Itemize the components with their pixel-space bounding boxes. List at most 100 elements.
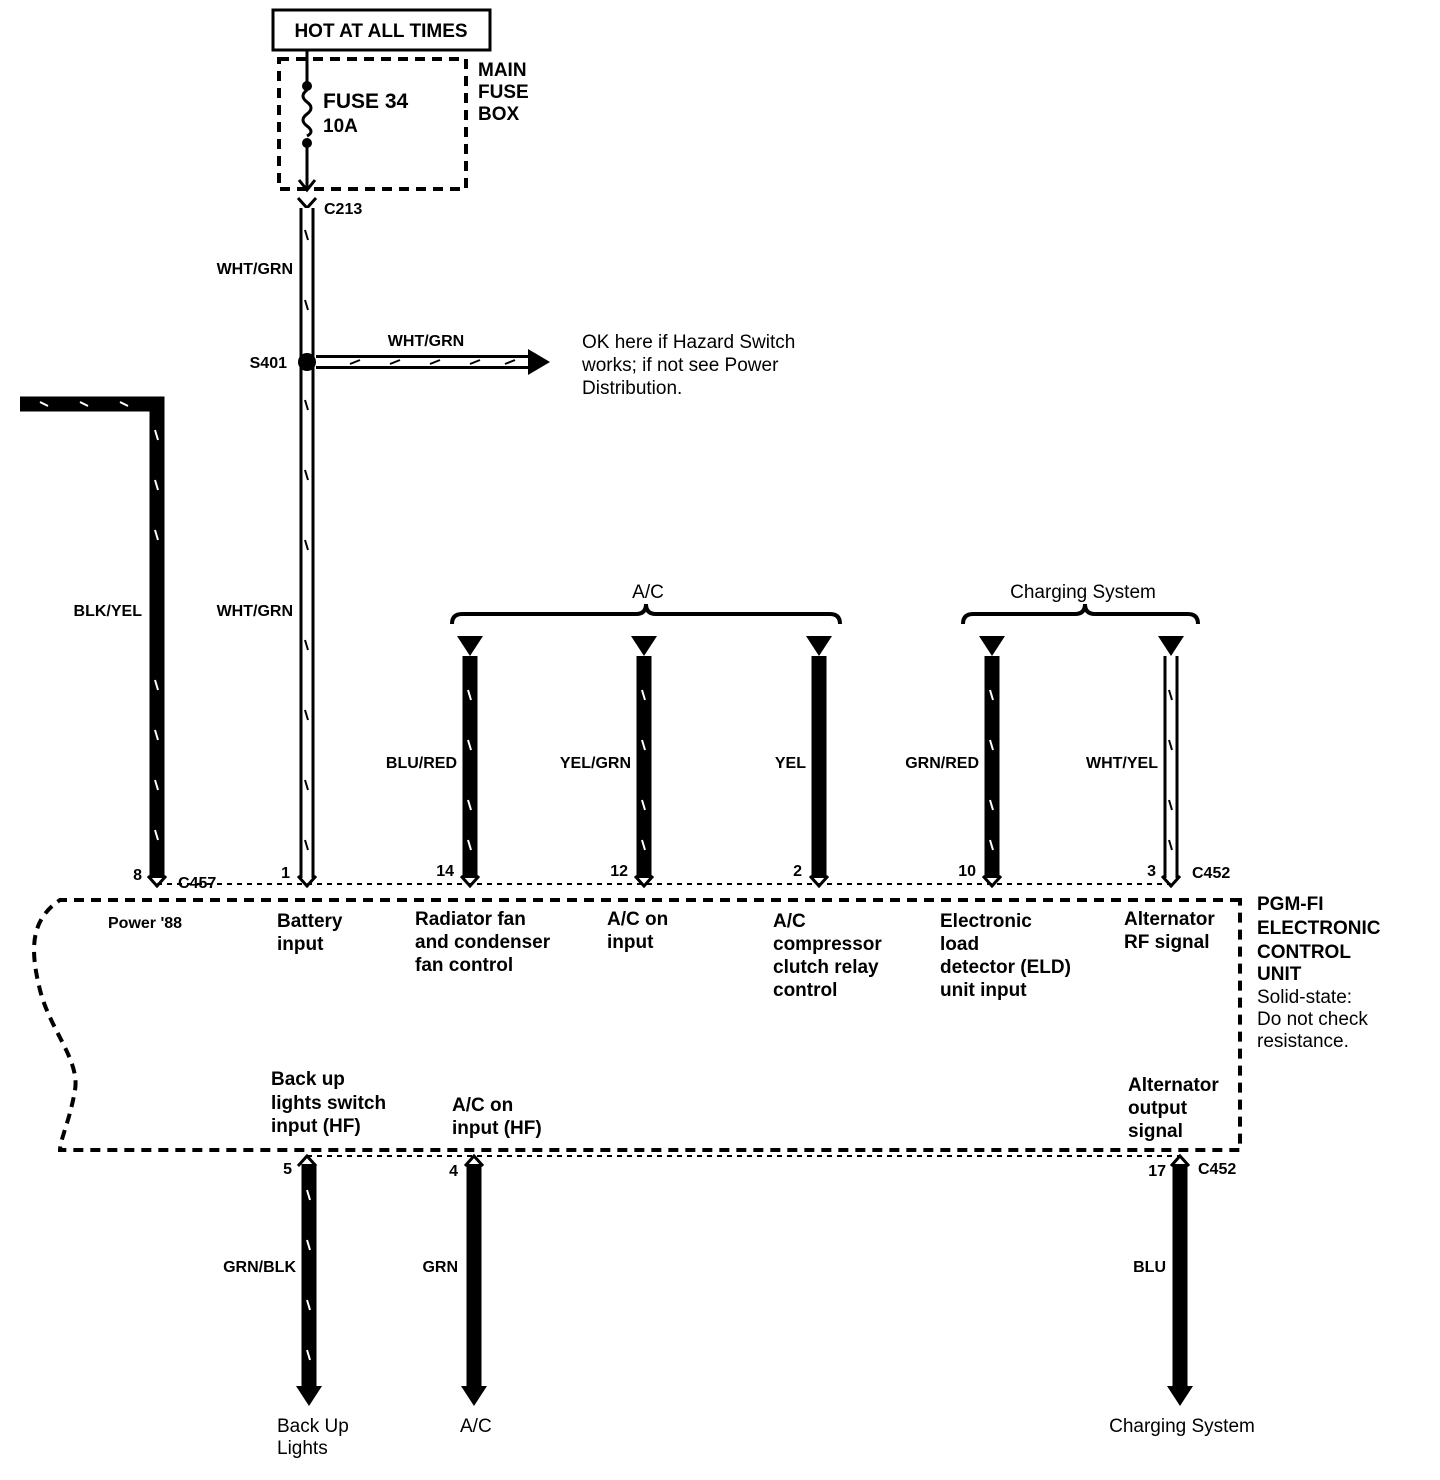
wire-grn-blk (296, 1164, 322, 1406)
wire-wht-grn-branch (316, 349, 550, 375)
s401-splice-icon (298, 353, 316, 371)
wire-label-wht-grn-upper: WHT/GRN (217, 261, 293, 278)
pin-17-desc: Alternator output signal (1128, 1075, 1219, 1142)
s401-label: S401 (250, 355, 287, 372)
dest-backup-line-1: Back Up (277, 1416, 349, 1437)
pin-4-desc-line-2: input (HF) (452, 1118, 542, 1139)
wire-yel-grn (631, 636, 657, 878)
wire-label-wht-grn-lower: WHT/GRN (217, 603, 293, 620)
pin-17-desc-line-1: Alternator (1128, 1075, 1219, 1096)
fuse-box-label-1: MAIN (478, 60, 527, 81)
pin-3-desc: Alternator RF signal (1124, 909, 1215, 953)
ac-group-bracket (450, 603, 842, 625)
wire-yel (806, 636, 832, 878)
ecu-label-line-1: PGM-FI (1257, 894, 1324, 915)
dest-backup-line-2: Lights (277, 1438, 328, 1459)
pin-1-desc: Battery input (277, 911, 343, 955)
c452-top-label: C452 (1192, 865, 1230, 882)
c452-bottom-label: C452 (1198, 1161, 1236, 1178)
note-line-3: Distribution. (582, 378, 682, 399)
ecu-outline (32, 898, 1242, 1152)
pin-14-desc-line-1: Radiator fan (415, 909, 526, 930)
pin-4-number: 4 (449, 1163, 458, 1180)
pin-3-desc-line-1: Alternator (1124, 909, 1215, 930)
pin-17-desc-line-3: signal (1128, 1121, 1183, 1142)
bottom-pin-connectors (296, 1153, 1191, 1168)
wire-label-branch: WHT/GRN (388, 333, 464, 350)
wire-label-blk-yel: BLK/YEL (74, 603, 143, 620)
pin-10-desc-line-4: unit input (940, 980, 1027, 1001)
c213-label: C213 (324, 201, 362, 218)
ac-group-label: A/C (632, 582, 664, 603)
pin-5-desc-line-1: Back up (271, 1069, 345, 1090)
pin-12-number: 12 (610, 863, 628, 880)
pin-3-number: 3 (1147, 863, 1156, 880)
wire-blu (1167, 1164, 1193, 1406)
ecu-note-line-3: resistance. (1257, 1031, 1349, 1052)
wire-label-grn-red: GRN/RED (905, 755, 979, 772)
pin-8-desc: Power '88 (108, 915, 182, 932)
wire-grn (461, 1164, 487, 1406)
wire-label-blu: BLU (1133, 1259, 1166, 1276)
pin-5-desc-line-3: input (HF) (271, 1116, 361, 1137)
dest-ac: A/C (460, 1416, 492, 1437)
wire-label-wht-yel: WHT/YEL (1086, 755, 1158, 772)
dest-charging: Charging System (1109, 1416, 1255, 1437)
branch-arrow-icon (528, 349, 550, 375)
charging-group-label: Charging System (1010, 582, 1156, 603)
fuse-name: FUSE 34 (323, 90, 409, 113)
pin-17-number: 17 (1148, 1163, 1166, 1180)
pin-3-desc-line-2: RF signal (1124, 932, 1210, 953)
pin-2-desc-line-1: A/C (773, 911, 806, 932)
fuse-box-label-2: FUSE (478, 82, 529, 103)
wire-label-yel-grn: YEL/GRN (560, 755, 631, 772)
wire-label-blu-red: BLU/RED (386, 755, 457, 772)
wire-blk-yel (20, 396, 165, 878)
pin-2-desc-line-4: control (773, 980, 837, 1001)
charging-arrow-icon (1167, 1386, 1193, 1406)
pin-8-number: 8 (133, 867, 142, 884)
pin-10-number: 10 (958, 863, 976, 880)
wire-label-yel: YEL (775, 755, 806, 772)
wire-wht-grn-main (299, 208, 315, 878)
ecu-label-line-3: CONTROL (1257, 942, 1351, 963)
pin-10-desc-line-2: load (940, 934, 979, 955)
wire-label-grn: GRN (422, 1259, 458, 1276)
pin-12-desc: A/C on input (607, 909, 668, 953)
wire-wht-yel (1158, 636, 1184, 878)
pin-12-desc-line-2: input (607, 932, 654, 953)
ecu-note-line-1: Solid-state: (1257, 987, 1352, 1008)
pin-5-number: 5 (283, 1161, 292, 1178)
pin-5-desc: Back up lights switch input (HF) (271, 1069, 386, 1137)
pin-2-number: 2 (793, 863, 802, 880)
fuse-symbol-icon (301, 88, 313, 138)
ecu-label-line-4: UNIT (1257, 964, 1302, 985)
ecu-label: PGM-FI ELECTRONIC CONTROL UNIT Solid-sta… (1257, 894, 1381, 1052)
pin-14-desc: Radiator fan and condenser fan control (415, 909, 551, 976)
pin-1-desc-line-1: Battery (277, 911, 343, 932)
pin-1-number: 1 (281, 865, 290, 882)
pin-14-number: 14 (436, 863, 454, 880)
wire-label-grn-blk: GRN/BLK (223, 1259, 296, 1276)
ecu-label-line-2: ELECTRONIC (1257, 918, 1381, 939)
backup-lights-arrow-icon (296, 1386, 322, 1406)
fuse-rating: 10A (323, 116, 358, 137)
pin-14-desc-line-3: fan control (415, 955, 513, 976)
main-fuse-box: FUSE 34 10A MAIN FUSE BOX (277, 50, 529, 193)
pin-4-desc: A/C on input (HF) (452, 1095, 542, 1139)
top-pin-connectors (146, 874, 1182, 889)
pin-17-desc-line-2: output (1128, 1098, 1188, 1119)
pin-14-desc-line-2: and condenser (415, 932, 551, 953)
pin-1-desc-line-2: input (277, 934, 324, 955)
pin-2-desc-line-2: compressor (773, 934, 882, 955)
ac-arrow-icon (461, 1386, 487, 1406)
pin-5-desc-line-2: lights switch (271, 1093, 386, 1114)
pin-12-desc-line-1: A/C on (607, 909, 668, 930)
hot-at-all-times-label: HOT AT ALL TIMES (294, 21, 467, 42)
pin-2-desc-line-3: clutch relay (773, 957, 879, 978)
note-line-1: OK here if Hazard Switch (582, 332, 795, 353)
pin-10-desc: Electronic load detector (ELD) unit inpu… (940, 911, 1071, 1001)
note-line-2: works; if not see Power (581, 355, 779, 376)
fuse-box-label-3: BOX (478, 104, 520, 125)
